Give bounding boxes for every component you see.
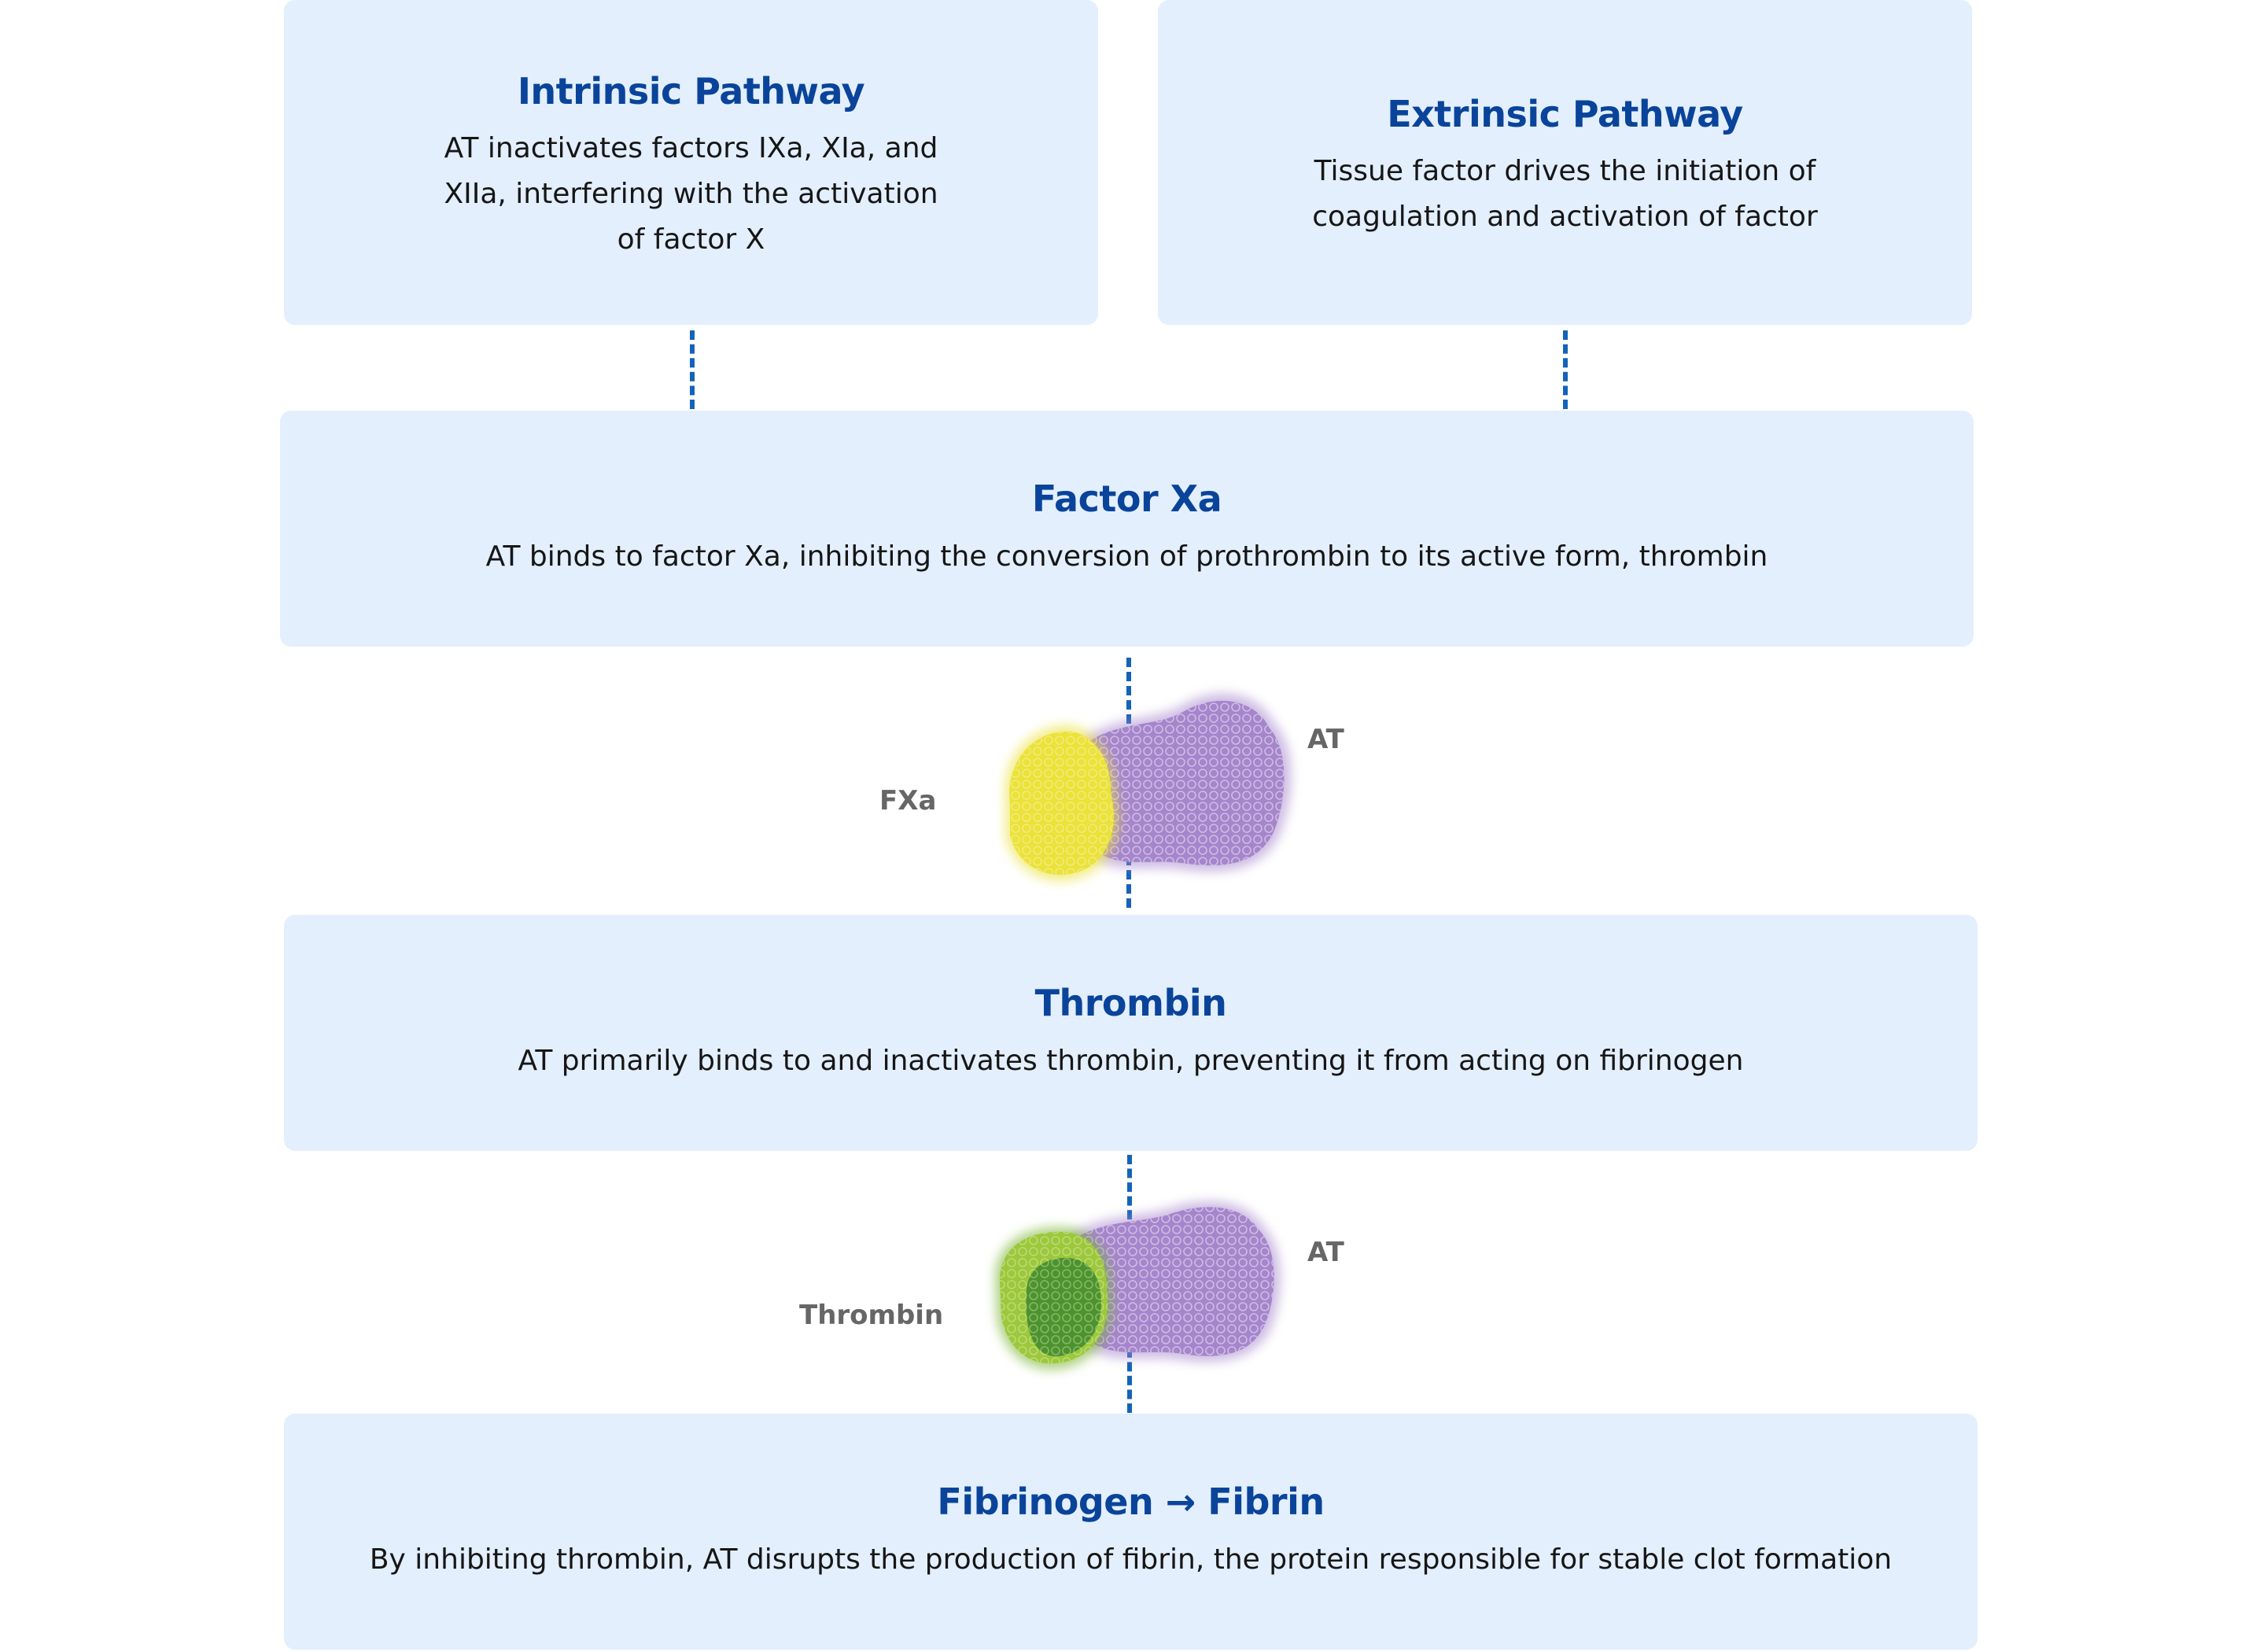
thrombin-card: Thrombin AT primarily binds to and inact…: [284, 915, 1978, 1151]
factor-xa-card: Factor Xa AT binds to factor Xa, inhibit…: [280, 411, 1974, 647]
fxa-molecule-shape: [1005, 725, 1119, 882]
intrinsic-description-line: of factor X: [617, 223, 765, 256]
extrinsic-description-line: Tissue factor drives the initiation of: [1314, 155, 1816, 188]
fibrinogen-fibrin-description: By inhibiting thrombin, AT disrupts the …: [369, 1543, 1893, 1576]
thrombin-complex-at-label: AT: [1307, 1237, 1344, 1268]
fxa-complex-at-label: AT: [1307, 724, 1344, 755]
factor-xa-title: Factor Xa: [1031, 478, 1222, 521]
extrinsic-connector-line: [1563, 330, 1568, 409]
thrombin-description: AT primarily binds to and inactivates th…: [518, 1044, 1744, 1077]
thrombin-title: Thrombin: [1034, 982, 1227, 1025]
extrinsic-description-line: coagulation and activation of factor: [1312, 201, 1818, 234]
fibrinogen-fibrin-title: Fibrinogen → Fibrin: [937, 1481, 1325, 1524]
thrombin-at-complex-illustration: [995, 1201, 1281, 1370]
intrinsic-pathway-card: Intrinsic Pathway AT inactivates factors…: [284, 0, 1098, 325]
factor-xa-description: AT binds to factor Xa, inhibiting the co…: [485, 540, 1768, 573]
intrinsic-connector-line: [690, 330, 695, 409]
fibrinogen-fibrin-card: Fibrinogen → Fibrin By inhibiting thromb…: [284, 1414, 1978, 1650]
thrombin-molecule-shape: [995, 1226, 1113, 1370]
at-molecule-shape: [1060, 693, 1292, 872]
extrinsic-pathway-description: Tissue factor drives the initiation of c…: [1312, 149, 1818, 240]
extrinsic-pathway-title: Extrinsic Pathway: [1387, 92, 1743, 135]
intrinsic-pathway-title: Intrinsic Pathway: [517, 69, 865, 112]
intrinsic-description-line: XIIa, interfering with the activation: [444, 178, 938, 211]
fxa-label: FXa: [879, 785, 937, 817]
fxa-at-complex-illustration: [1005, 693, 1292, 882]
intrinsic-pathway-description: AT inactivates factors IXa, XIa, and XII…: [444, 126, 938, 263]
intrinsic-description-line: AT inactivates factors IXa, XIa, and: [444, 132, 938, 165]
thrombin-label: Thrombin: [799, 1300, 944, 1331]
extrinsic-pathway-card: Extrinsic Pathway Tissue factor drives t…: [1158, 0, 1972, 325]
